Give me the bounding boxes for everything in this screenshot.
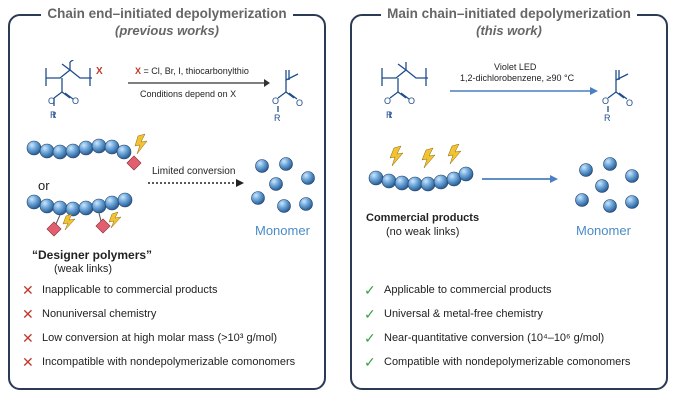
right-panel: Main chain–initiated depolymerization (t… — [350, 6, 668, 390]
x-mark-icon: ✕ — [22, 354, 34, 370]
bolt-icon — [62, 213, 76, 231]
left-title-main: Chain end–initiated depolymerization — [41, 6, 293, 21]
lower-chain — [26, 192, 133, 237]
left-designer-chains: or — [26, 133, 148, 237]
check-mark-icon: ✓ — [364, 306, 376, 322]
right-point-text: Near-quantitative conversion (10⁴–10⁶ g/… — [384, 332, 605, 344]
upper-chain — [26, 133, 148, 171]
right-monomer-label: Monomer — [576, 223, 631, 238]
right-point-text: Universal & metal-free chemistry — [384, 308, 543, 320]
right-panel-title: Main chain–initiated depolymerization (t… — [352, 6, 666, 39]
right-point-text: Applicable to commercial products — [384, 284, 552, 296]
left-monomer-carbonyl-o: O — [296, 98, 303, 108]
right-monomer-structure: O R O — [602, 70, 633, 123]
limited-conversion-label: Limited conversion — [152, 166, 236, 177]
left-points: ✕ Inapplicable to commercial products ✕ No… — [18, 282, 318, 378]
left-panel: Chain end–initiated depolymerization (pr… — [8, 6, 326, 390]
left-point: ✕ Nonuniversal chemistry — [18, 306, 318, 330]
right-monomer-ester-o: O — [602, 96, 609, 106]
left-x-group: X — [96, 66, 103, 77]
left-reaction-arrow — [128, 79, 270, 87]
left-ester-r: R — [50, 110, 57, 120]
left-panel-title: Chain end–initiated depolymerization (pr… — [10, 6, 324, 39]
right-title-sub: (this work) — [476, 23, 542, 38]
left-reaction-x: X — [135, 66, 142, 76]
left-point-text: Inapplicable to commercial products — [42, 284, 218, 296]
right-monomer-ester-r: R — [604, 113, 611, 123]
or-label: or — [38, 178, 50, 193]
commercial-chain — [368, 144, 474, 192]
bolt-icon — [134, 133, 148, 155]
right-ester-o: O — [384, 96, 391, 106]
right-reaction-below: 1,2-dichlorobenzene, ≥90 °C — [460, 73, 575, 83]
left-point-text: Incompatible with nondepolymerizable com… — [42, 356, 296, 368]
x-mark-icon: ✕ — [22, 306, 34, 322]
bolt-icon — [108, 211, 122, 229]
left-monomer-structure: O R O — [272, 70, 303, 123]
bolt-icon — [389, 145, 404, 167]
weak-link-side-2 — [95, 218, 111, 234]
left-ester-o: O — [48, 96, 55, 106]
left-monomer-beads — [251, 157, 315, 213]
left-point-text: Low conversion at high molar mass (>10³ … — [42, 332, 278, 344]
left-point: ✕ Low conversion at high molar mass (>10³… — [18, 330, 318, 354]
right-ester-r: R — [386, 110, 393, 120]
commercial-products-label: Commercial products — [366, 212, 480, 224]
x-mark-icon: ✕ — [22, 282, 34, 298]
left-monomer-ester-r: R — [274, 113, 281, 123]
right-point: ✓ Applicable to commercial products — [360, 282, 660, 306]
designer-polymers-label: “Designer polymers” — [32, 248, 153, 262]
right-conversion-arrow — [482, 175, 558, 183]
weak-link-side-1 — [46, 221, 62, 237]
left-monomer-label: Monomer — [255, 223, 310, 238]
right-polymer-structure: O R O — [381, 62, 428, 120]
bolt-icon — [421, 147, 436, 169]
left-carbonyl-o: O — [72, 96, 79, 106]
right-point: ✓ Near-quantitative conversion (10⁴–10⁶ g… — [360, 330, 660, 354]
designer-polymers-sub: (weak links) — [54, 263, 113, 275]
left-title-sub: (previous works) — [114, 23, 220, 38]
x-mark-icon: ✕ — [22, 330, 34, 346]
left-point: ✕ Inapplicable to commercial products — [18, 282, 318, 306]
commercial-products-sub: (no weak links) — [386, 226, 460, 238]
right-point-text: Compatible with nondepolymerizable comon… — [384, 356, 631, 368]
right-monomer-beads — [575, 157, 639, 213]
limited-conversion-arrow — [148, 179, 244, 187]
left-reaction-conditions: X = Cl, Br, I, thiocarbonylthio — [135, 66, 249, 76]
right-point: ✓ Universal & metal-free chemistry — [360, 306, 660, 330]
right-points: ✓ Applicable to commercial products ✓ Univ… — [360, 282, 660, 378]
right-title-main: Main chain–initiated depolymerization — [381, 6, 637, 21]
weak-link-end — [126, 155, 142, 171]
check-mark-icon: ✓ — [364, 282, 376, 298]
left-monomer-ester-o: O — [272, 96, 279, 106]
right-reaction-arrow — [450, 87, 598, 95]
right-carbonyl-o: O — [408, 96, 415, 106]
left-point: ✕ Incompatible with nondepolymerizable co… — [18, 354, 318, 378]
left-reaction-above: = Cl, Br, I, thiocarbonylthio — [141, 66, 249, 76]
right-monomer-carbonyl-o: O — [626, 98, 633, 108]
left-point-text: Nonuniversal chemistry — [42, 308, 157, 320]
left-reaction-below: Conditions depend on X — [140, 89, 237, 99]
left-polymer-structure: O R O X — [45, 60, 103, 120]
right-point: ✓ Compatible with nondepolymerizable como… — [360, 354, 660, 378]
check-mark-icon: ✓ — [364, 330, 376, 346]
bolt-icon — [447, 144, 462, 165]
check-mark-icon: ✓ — [364, 354, 376, 370]
right-reaction-above: Violet LED — [494, 62, 537, 72]
